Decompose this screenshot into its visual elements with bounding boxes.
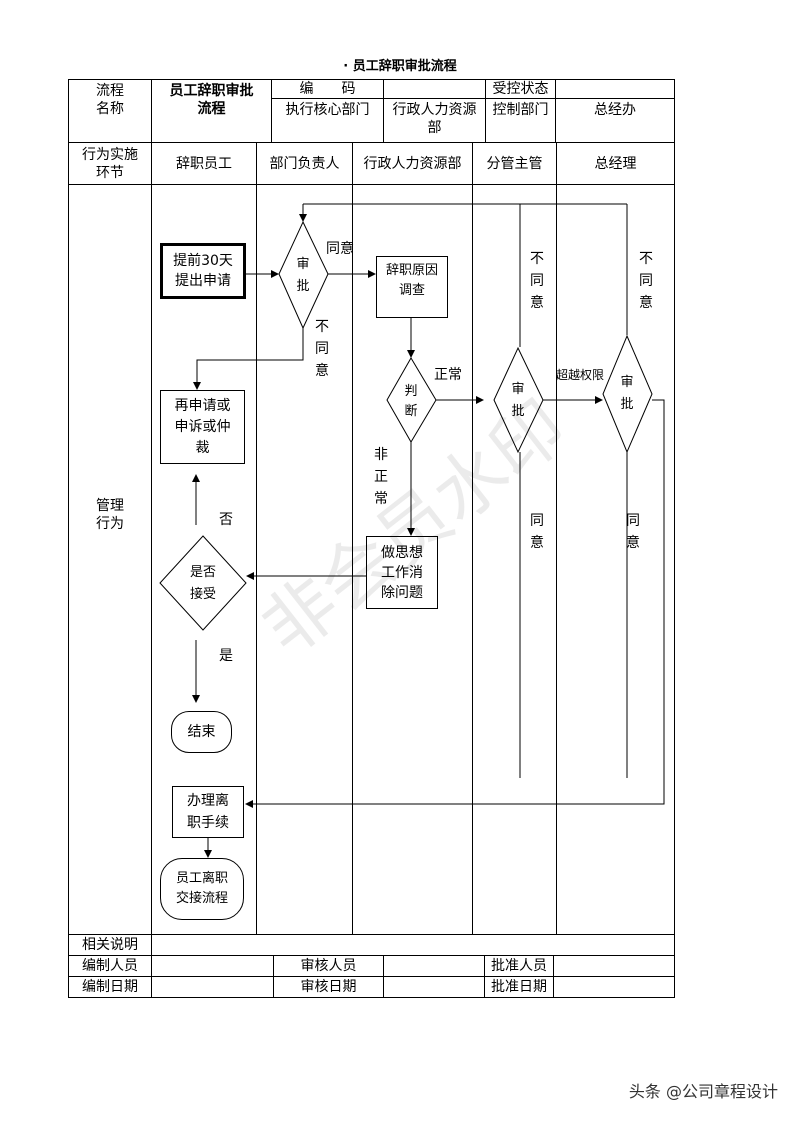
label-yes: 是 <box>219 648 233 664</box>
author-label: 编制人员 <box>82 958 138 974</box>
row-label: 管理 行为 <box>96 498 124 532</box>
lane-employee: 辞职员工 <box>176 155 232 172</box>
lanes-label: 行为实施 环节 <box>82 146 138 181</box>
approve3-node: 审 批 <box>620 375 634 412</box>
notes-label: 相关说明 <box>82 937 138 953</box>
accept-node: 是否 接受 <box>189 565 216 602</box>
procedure-node: 办理离 职手续 <box>172 786 244 838</box>
date-label: 编制日期 <box>82 979 138 995</box>
handover-node: 员工离职 交接流程 <box>160 858 244 920</box>
apply-node: 提前30天 提出申请 <box>160 243 246 299</box>
lane-general-manager: 总经理 <box>594 155 637 172</box>
label-abnormal: 非 正 常 <box>374 447 388 507</box>
review-date-label: 审核日期 <box>300 979 357 995</box>
label-agree-2: 同 意 <box>530 513 544 551</box>
approve-date-label: 批准日期 <box>491 979 547 995</box>
reviewer-label: 审核人员 <box>300 958 357 974</box>
label-normal: 正常 <box>434 367 462 383</box>
reason-node: 辞职原因 调查 <box>376 256 448 318</box>
process-name-value: 员工辞职审批 流程 <box>169 83 254 117</box>
label-disagree-3: 不 同 意 <box>639 251 653 311</box>
document-title: · 员工辞职审批流程 <box>343 59 457 74</box>
approve2-node: 审 批 <box>511 382 525 419</box>
label-agree-3: 同 意 <box>626 513 640 551</box>
reapply-node: 再申请或 申诉或仲 裁 <box>160 390 245 464</box>
control-status-label: 受控状态 <box>492 81 549 97</box>
lane-hr: 行政人力资源部 <box>363 155 462 172</box>
lane-supervisor: 分管主管 <box>486 155 543 172</box>
label-agree-1: 同意 <box>326 241 354 257</box>
label-disagree-1: 不 同 意 <box>315 319 329 379</box>
judge-node: 判 断 <box>404 384 418 419</box>
lane-dept-head: 部门负责人 <box>269 155 340 172</box>
label-no: 否 <box>219 512 233 528</box>
exec-dept-value: 行政人力资源 部 <box>392 102 477 136</box>
process-name-label: 流程 名称 <box>96 83 124 117</box>
work-node: 做思想 工作消 除问题 <box>366 536 438 609</box>
label-exceed: 超越权限 <box>555 368 604 382</box>
credit-text: 头条 @公司章程设计 <box>628 1082 778 1101</box>
control-dept-value: 总经办 <box>594 102 636 118</box>
exec-dept-label: 执行核心部门 <box>285 102 370 118</box>
end-node: 结束 <box>171 711 232 753</box>
control-dept-label: 控制部门 <box>492 102 549 118</box>
approver-label: 批准人员 <box>491 958 547 974</box>
label-disagree-2: 不 同 意 <box>530 251 544 311</box>
approve1-node: 审 批 <box>296 257 310 294</box>
code-label: 编 码 <box>299 81 356 97</box>
